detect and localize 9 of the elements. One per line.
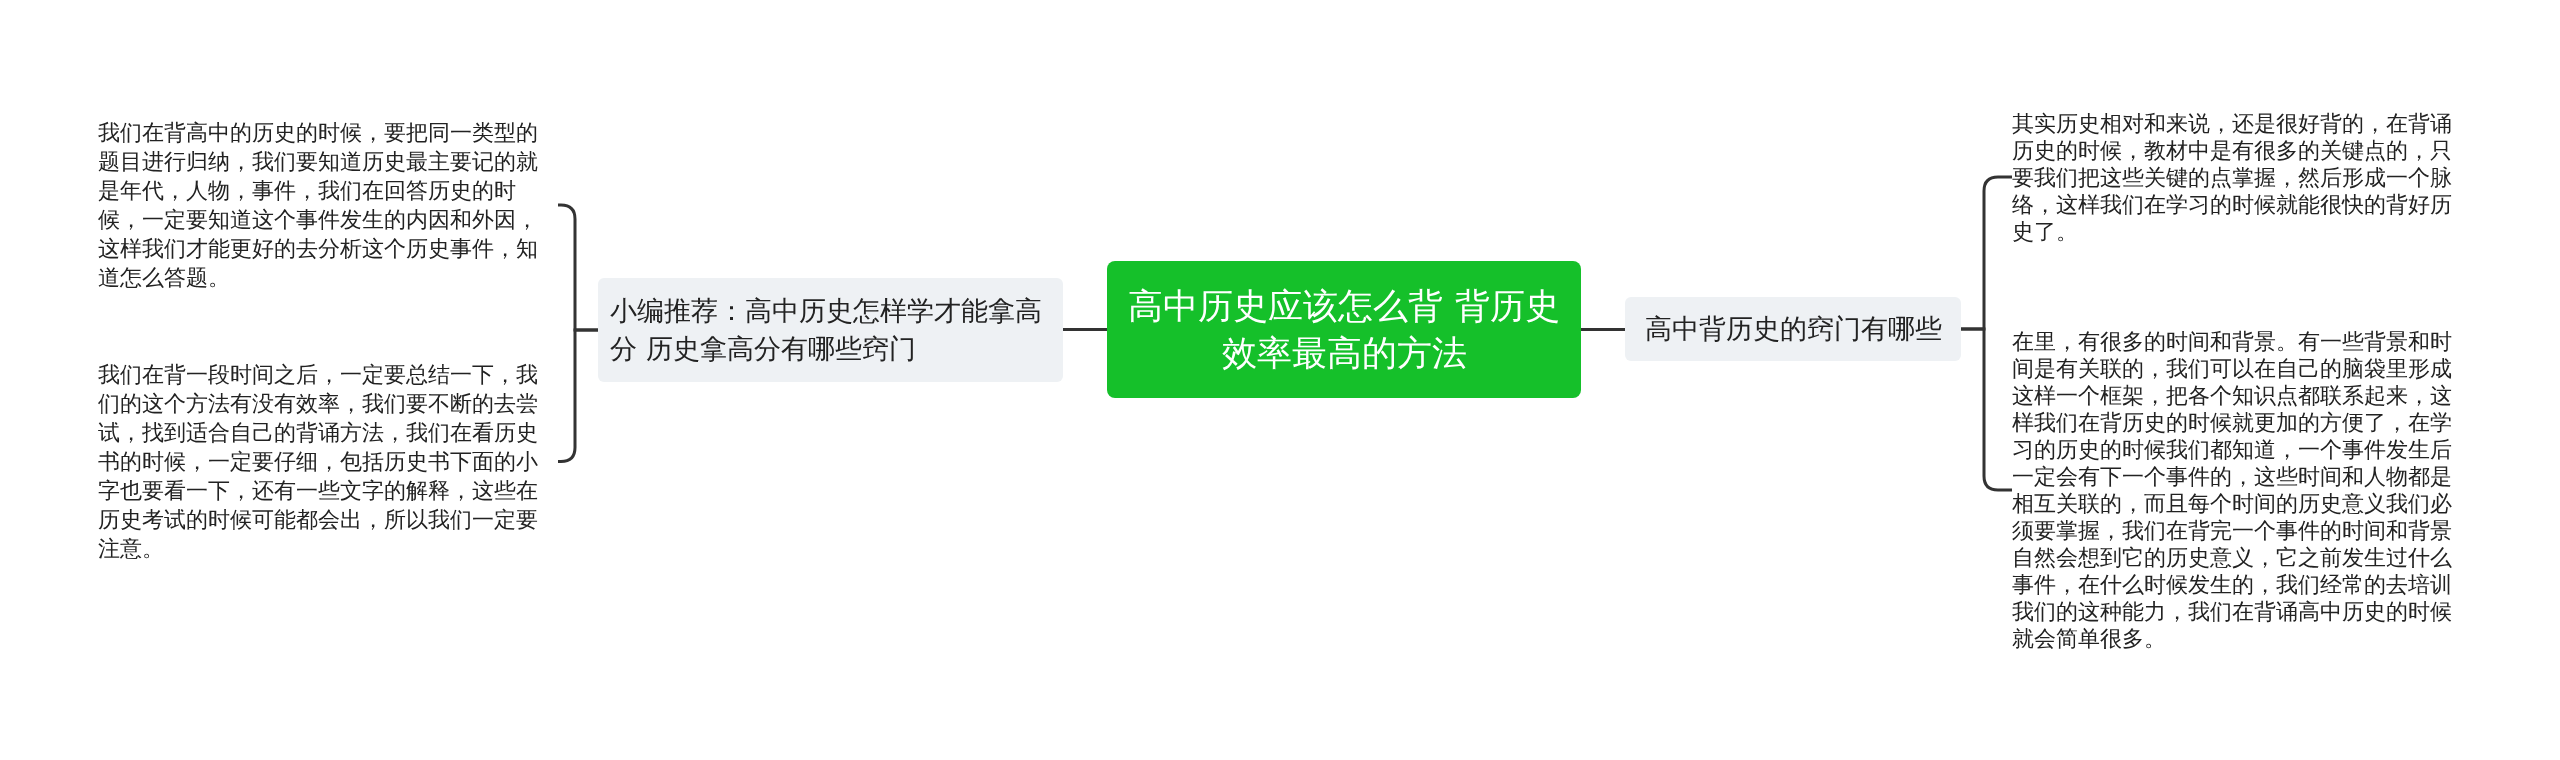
- text-note: 其实历史相对和来说，还是很好背的，在背诵历史的时候，教材中是有很多的关键点的，只要我们把这些关键的点掌握，然后形成一个脉络，这样我们在学习的时候就能很快的背好历史了。: [2012, 102, 2468, 252]
- connector-line: [1581, 328, 1625, 331]
- topic-box: 高中背历史的窍门有哪些: [1625, 297, 1961, 361]
- text-note: 在里，有很多的时间和背景。有一些背景和时间是有关联的，我们可以在自己的脑袋里形成这样一个框架，把各个知识点都联系起来，这样我们在背历史的时候就更加的方便了，在学习的历史的时候我们都知道，一个事件发生后一定会有下一个事件的，这些时间和人物都是相互关联的，而且每个时间的历史意义我们必须要掌握，我们在背完一个事件的时间和背景自然会想到它的历史意义，它之前发生过什么事件，在什么时候发生的，我们经常的去培训我们的这种能力，我们在背诵高中历史的时候就会简单很多。: [2012, 312, 2468, 668]
- topic-box: 小编推荐：高中历史怎样学才能拿高分 历史拿高分有哪些窍门: [598, 278, 1063, 382]
- text-note: 我们在背高中的历史的时候，要把同一类型的题目进行归纳，我们要知道历史最主要记的就是年代，人物，事件，我们在回答历史的时候，一定要知道这个事件发生的内因和外因，这样我们才能更好的去分析这个历史事件，知道怎么答题。: [98, 116, 558, 294]
- connector-line: [1063, 328, 1107, 331]
- central-topic-box: 高中历史应该怎么背 背历史效率最高的方法: [1107, 261, 1581, 398]
- text-note: 我们在背一段时间之后，一定要总结一下，我们的这个方法有没有效率，我们要不断的去尝试，找到适合自己的背诵方法，我们在看历史书的时候，一定要仔细，包括历史书下面的小字也要看一下，还有一些文字的解释，这些在历史考试的时候可能都会出，所以我们一定要注意。: [98, 358, 558, 565]
